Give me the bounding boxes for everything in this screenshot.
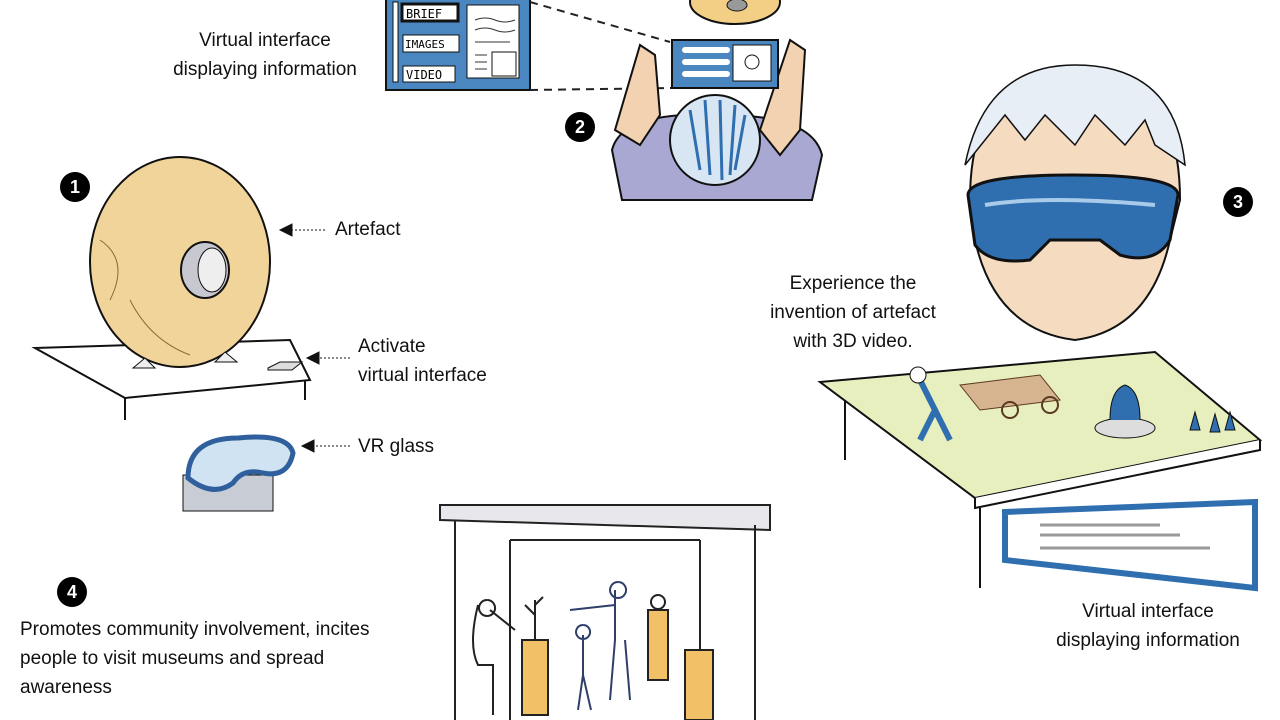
label-line: Experience the <box>789 273 917 294</box>
museum-room <box>439 504 771 720</box>
video-button: VIDEO <box>406 68 442 82</box>
interface-top-label: Virtual interface displaying information <box>150 26 380 84</box>
interface-bottom-label: Virtual interface displaying information <box>1030 597 1266 655</box>
label-line: with 3D video. <box>793 331 913 352</box>
label-line: virtual interface <box>358 365 487 386</box>
interactive-table <box>817 350 1263 592</box>
label-line: awareness <box>20 677 112 698</box>
vr-glass-label: VR glass <box>358 436 435 457</box>
person-with-vr-goggles <box>964 64 1186 342</box>
label-line: people to visit museums and spread <box>20 648 325 669</box>
label-line: Virtual interface <box>1082 601 1214 622</box>
artefact-label: Artefact <box>335 219 401 240</box>
step-badge-2: 2 <box>565 112 595 142</box>
images-button: IMAGES <box>405 38 445 51</box>
arrows <box>278 223 350 453</box>
label-line: Promotes community involvement, incites <box>20 619 370 640</box>
label-line: Activate <box>358 336 426 357</box>
virtual-interface-panel-enlarged: BRIEF IMAGES VIDEO <box>385 0 531 91</box>
step-badge-4: 4 <box>57 577 87 607</box>
step-badge-3: 3 <box>1223 187 1253 217</box>
activate-label: Activate virtual interface <box>358 332 487 390</box>
experience-label: Experience the invention of artefact wit… <box>740 269 966 356</box>
label-line: displaying information <box>173 59 357 80</box>
artefact-wheel <box>31 156 312 420</box>
community-label: Promotes community involvement, incites … <box>20 615 370 702</box>
label-line: Virtual interface <box>199 30 331 51</box>
label-line: invention of artefact <box>770 302 936 323</box>
vr-glass-on-stand <box>182 434 296 512</box>
person-top-view <box>610 0 824 201</box>
label-line: displaying information <box>1056 630 1240 651</box>
step-badge-1: 1 <box>60 172 90 202</box>
brief-button: BRIEF <box>406 7 442 21</box>
